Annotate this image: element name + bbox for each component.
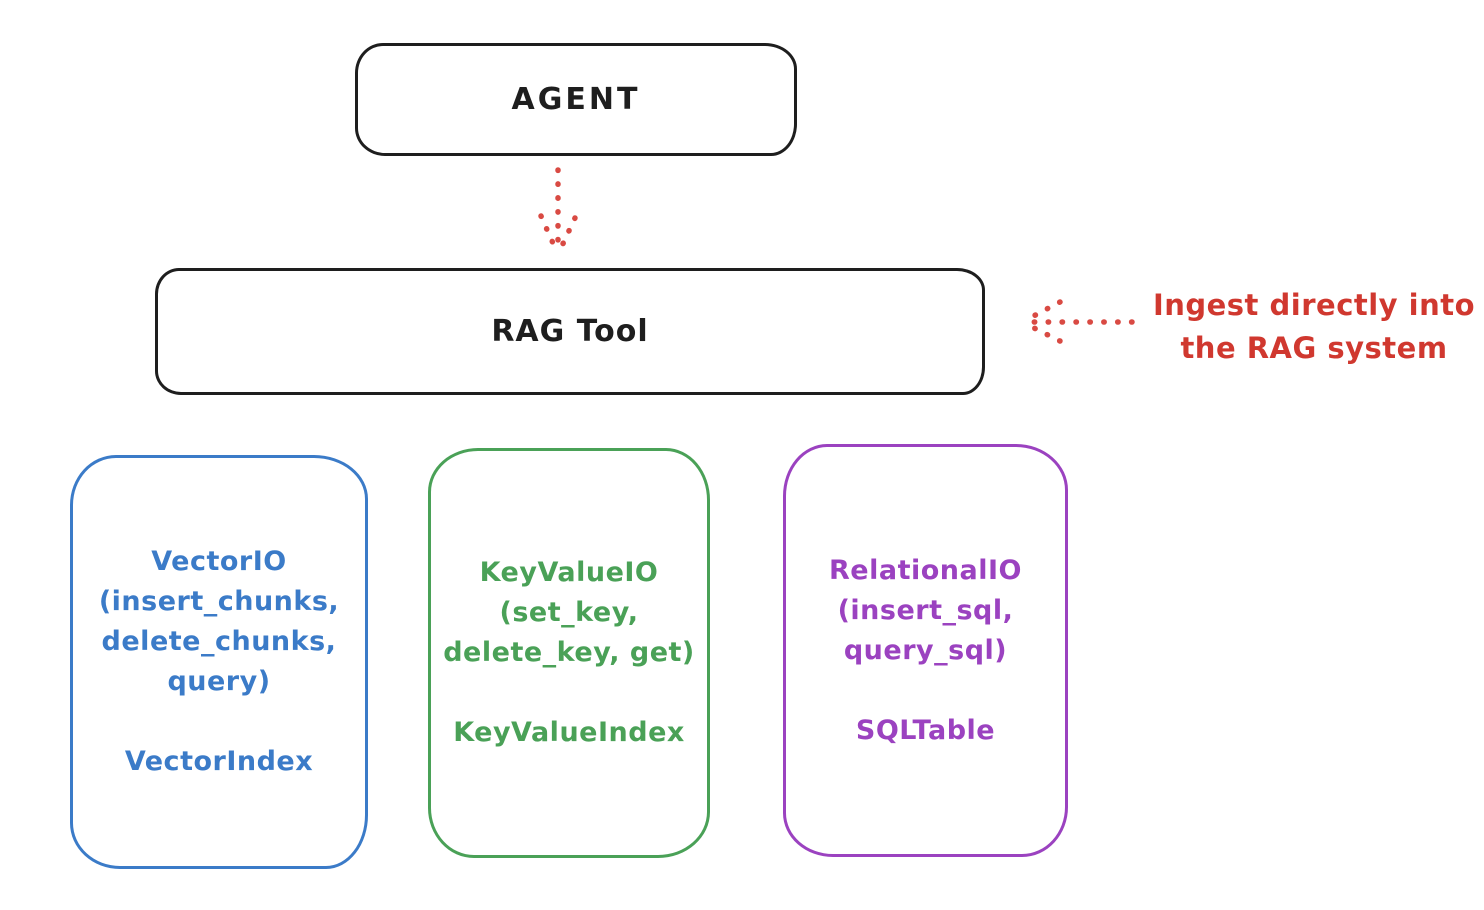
io-line: (set_key, xyxy=(499,597,639,628)
ingest-annotation: Ingest directly into the RAG system xyxy=(1140,284,1484,370)
backend-box-relational-io: RelationalIO (insert_sql, query_sql) SQL… xyxy=(783,444,1068,857)
ingest-annotation-line1: Ingest directly into xyxy=(1152,288,1476,322)
backend-io-text: KeyValueIO (set_key, delete_key, get) xyxy=(443,553,695,673)
io-line: (insert_sql, xyxy=(837,594,1014,626)
rag-tool-label: RAG Tool xyxy=(491,314,649,349)
io-line: (insert_chunks, xyxy=(98,586,340,617)
backend-index-label: SQLTable xyxy=(855,714,996,746)
backend-box-vector-io: VectorIO (insert_chunks, delete_chunks, … xyxy=(70,455,368,869)
io-line: VectorIO xyxy=(151,546,287,577)
backend-index-label: VectorIndex xyxy=(124,746,314,777)
io-line: delete_key, get) xyxy=(443,637,695,668)
io-line: query_sql) xyxy=(843,634,1008,666)
backend-index-label: KeyValueIndex xyxy=(453,717,685,748)
arrowhead-right-arm xyxy=(557,215,578,253)
io-line: RelationalIO xyxy=(829,554,1022,586)
agent-to-rag-arrow xyxy=(538,167,578,254)
rag-tool-box: RAG Tool xyxy=(155,268,985,395)
arrowhead-upper-arm xyxy=(1023,299,1063,323)
agent-label: AGENT xyxy=(511,82,641,117)
ingest-annotation-line2: the RAG system xyxy=(1180,331,1448,365)
backend-io-text: VectorIO (insert_chunks, delete_chunks, … xyxy=(99,542,339,702)
backend-box-key-value-io: KeyValueIO (set_key, delete_key, get) Ke… xyxy=(428,448,710,858)
io-line: delete_chunks, xyxy=(101,626,337,657)
arrowhead-lower-arm xyxy=(1023,321,1063,344)
ingest-to-rag-arrow xyxy=(1023,299,1135,344)
arrowhead-left-arm xyxy=(538,213,559,253)
backend-io-text: RelationalIO (insert_sql, query_sql) xyxy=(829,551,1022,671)
io-line: query) xyxy=(167,666,271,697)
io-line: KeyValueIO xyxy=(479,557,659,588)
agent-box: AGENT xyxy=(355,43,797,156)
